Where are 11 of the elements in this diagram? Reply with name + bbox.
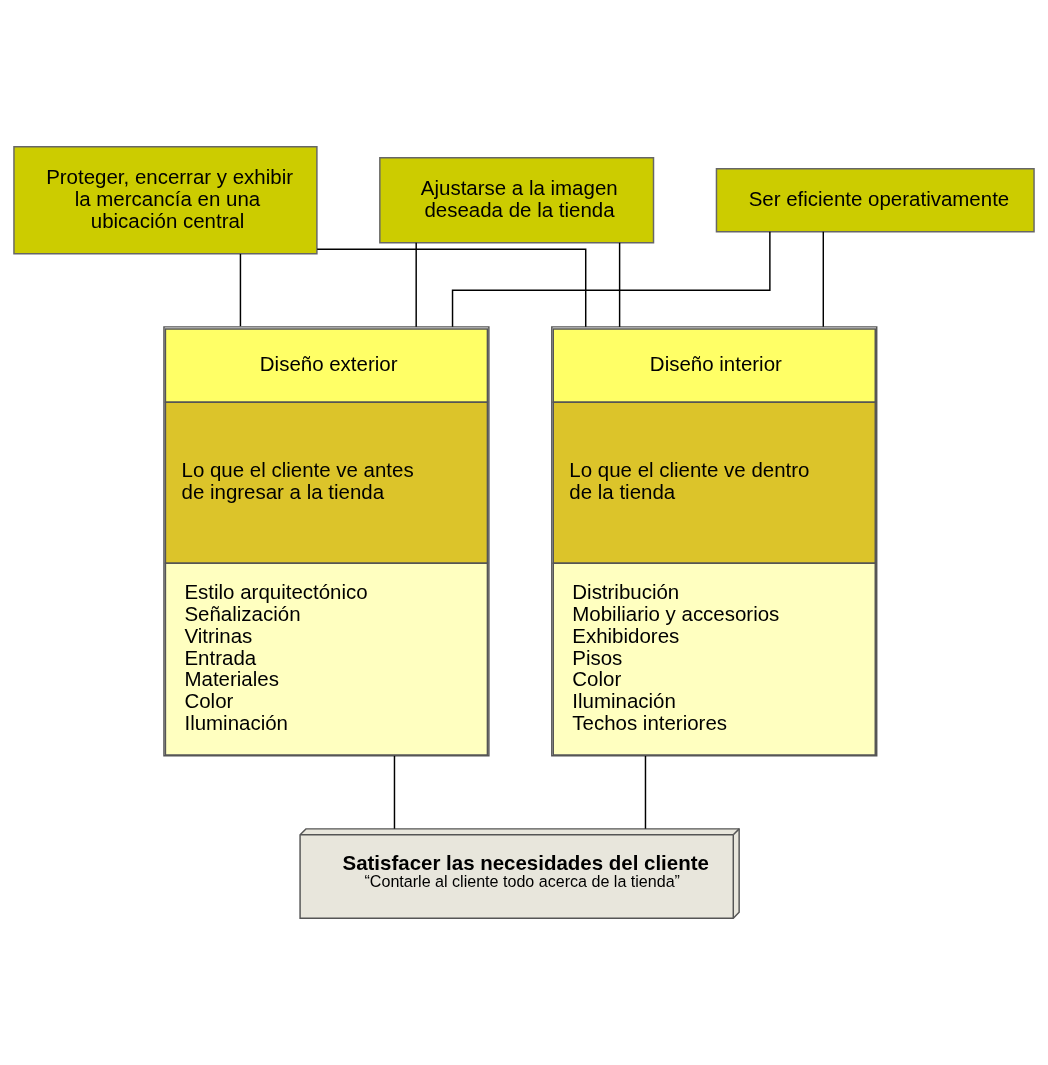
connector	[316, 248, 587, 328]
node-box: Ajustarse a la imagen deseada de la tienda	[379, 157, 655, 244]
connector	[393, 755, 396, 830]
connector	[415, 242, 417, 328]
connector	[644, 755, 647, 830]
connector	[239, 253, 242, 327]
connector	[822, 231, 825, 328]
connector	[451, 231, 771, 328]
node-box: Ser eficiente operativamente	[715, 168, 1035, 233]
node-box: Proteger, encerrar y exhibir la mercancía en una ubicación central	[13, 146, 318, 255]
connector	[618, 242, 621, 328]
